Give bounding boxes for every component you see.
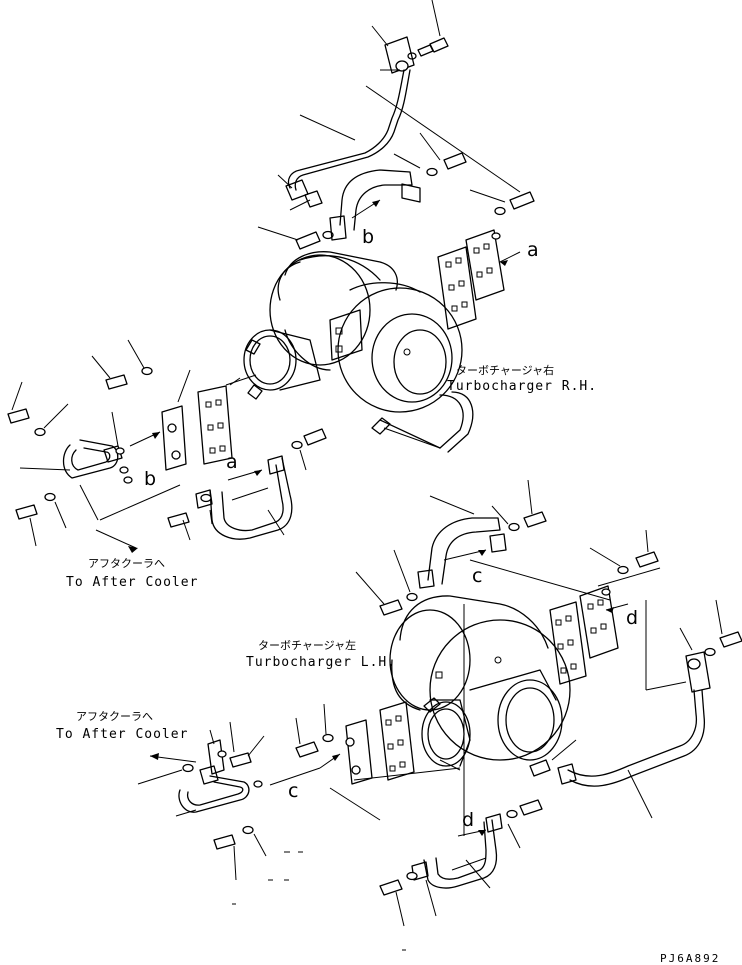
aftercooler-label-en-upper: To After Cooler	[66, 575, 198, 590]
turbocharger-rh-assembly	[7, 0, 535, 547]
callout-a-lower: a	[226, 451, 238, 473]
callout-c-lower: c	[288, 780, 298, 802]
turbo-lh-label-jp: ターボチャージャ左	[258, 639, 356, 652]
aftercooler-label-en-lower: To After Cooler	[56, 727, 188, 742]
turbocharger-lh-assembly	[137, 479, 742, 927]
turbo-rh-label-jp: ターボチャージャ右	[456, 363, 554, 377]
turbo-rh-label-en: Turbocharger R.H.	[447, 379, 597, 394]
top-bolt-group	[371, 0, 449, 74]
turbocharger-rh-body	[269, 251, 474, 453]
drawing-code: PJ6A892	[660, 952, 720, 965]
callout-d-upper: d	[626, 607, 638, 629]
turbocharger-lh-body	[389, 595, 571, 771]
callout-c-upper: c	[472, 565, 482, 587]
callout-d-lower: d	[462, 809, 474, 831]
aftercooler-label-jp-upper: アフタクーラへ	[88, 557, 165, 570]
callout-b-lower: b	[144, 468, 156, 490]
callout-b-upper: b	[362, 226, 374, 248]
aftercooler-label-jp-lower: アフタクーラへ	[76, 710, 153, 723]
callout-a-upper: a	[527, 239, 539, 261]
turbo-lh-label-en: Turbocharger L.H.	[246, 655, 396, 670]
